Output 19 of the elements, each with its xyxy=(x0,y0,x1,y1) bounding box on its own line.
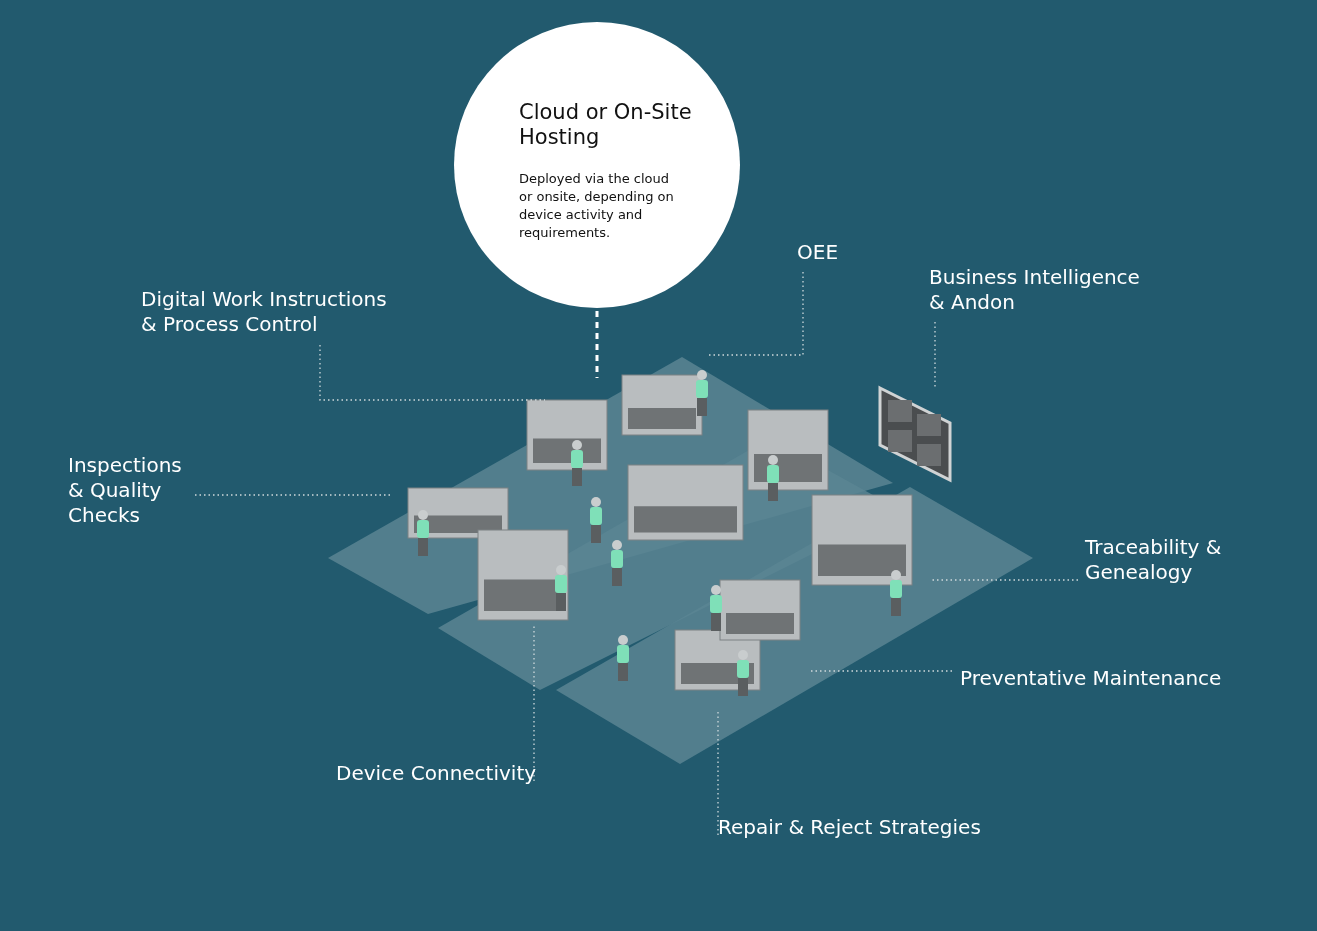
circle-heading: Cloud or On-Site Hosting xyxy=(519,100,693,150)
callout-label: Business Intelligence & Andon xyxy=(929,265,1151,315)
leader-line xyxy=(934,321,936,389)
callout-label: Traceability & Genealogy xyxy=(1085,535,1245,585)
leader-line xyxy=(707,271,804,356)
leader-line xyxy=(319,344,546,401)
circle-description: Deployed via the cloud or onsite, depending on device activity and requirements. xyxy=(519,170,675,242)
leader-line xyxy=(533,624,535,782)
callout-label: Inspections & Quality Checks xyxy=(68,453,193,528)
dashboard-screen-icon xyxy=(878,385,952,483)
leader-line xyxy=(717,711,719,836)
leader-line xyxy=(595,311,599,378)
leader-line xyxy=(194,494,391,496)
callout-label: Repair & Reject Strategies xyxy=(718,815,1008,840)
leader-line xyxy=(809,670,953,672)
callout-label: OEE xyxy=(797,240,857,265)
callout-label: Device Connectivity xyxy=(336,761,556,786)
callout-label: Digital Work Instructions & Process Control xyxy=(141,287,396,337)
callout-label: Preventative Maintenance xyxy=(960,666,1260,691)
